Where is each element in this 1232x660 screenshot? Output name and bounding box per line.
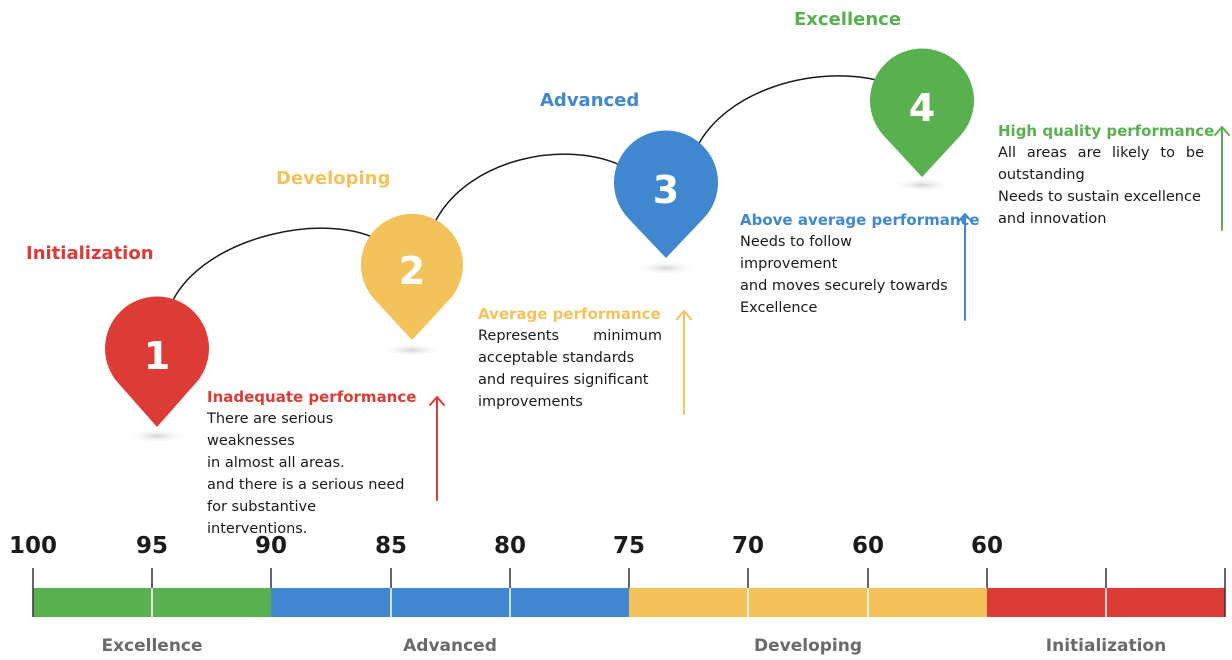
arrow-up-icon: [957, 213, 973, 321]
map-pin-icon: 2: [361, 213, 464, 340]
stage-title-initialization: Initialization: [26, 243, 154, 264]
connector-arc-2-3: [435, 153, 621, 221]
stage-2-line-4: improvements: [478, 394, 583, 410]
stage-title-developing: Developing: [276, 168, 391, 189]
stage-2-description: Average performance Represents minimum a…: [478, 303, 662, 413]
stage-4-line-4: and innovation: [998, 211, 1107, 227]
connector-arc-3-4: [696, 75, 878, 148]
scale-tick-lines: [32, 568, 1226, 617]
scale-band-dividers: [151, 588, 1107, 617]
stage-1-line-1: There are serious weaknesses: [207, 411, 334, 449]
stage-3-line-2: and moves securely towards: [740, 278, 948, 294]
stage-title-advanced: Advanced: [540, 90, 640, 111]
scale-label-developing: Developing: [753, 636, 863, 656]
scale-tick-label: 70: [731, 533, 765, 559]
stage-1-heading: Inadequate performance: [207, 388, 417, 406]
stage-1-line-2: in almost all areas.: [207, 455, 345, 471]
stage-2-line-1: Represents minimum: [478, 328, 662, 344]
stage-4-heading: High quality performance: [998, 122, 1215, 140]
scale-tick-label: 60: [851, 533, 885, 559]
scale-tick-label: 60: [970, 533, 1004, 559]
scale-tick-label: 90: [254, 533, 288, 559]
arrow-up-icon: [1214, 126, 1230, 231]
stage-4-line-2: outstanding: [998, 167, 1085, 183]
scale-band-advanced: [271, 588, 629, 617]
stage-2-line-3: and requires significant: [478, 372, 649, 388]
stage-1-line-3: and there is a serious need: [207, 477, 405, 493]
arrow-up-icon: [429, 396, 445, 501]
pin-3-number: 3: [653, 168, 679, 212]
stage-4-description: High quality performance All areas are l…: [998, 120, 1215, 230]
pin-2-number: 2: [399, 249, 425, 293]
scale-tick-label: 80: [493, 533, 527, 559]
stage-2-heading: Average performance: [478, 305, 661, 323]
connector-arc-1-2: [171, 227, 383, 303]
stage-1-line-4: for substantive interventions.: [207, 499, 317, 537]
scale-label-advanced: Advanced: [403, 636, 497, 656]
pin-4-shadow: [890, 178, 954, 192]
scale-label-excellence: Excellence: [101, 636, 203, 656]
scale-tick-label: 95: [135, 533, 169, 559]
score-scale-bar: [32, 568, 1226, 617]
map-pin-icon: 3: [613, 130, 718, 258]
stage-2-line-2: acceptable standards: [478, 350, 635, 366]
scale-tick-label: 85: [374, 533, 408, 559]
scale-tick-label: 75: [612, 533, 646, 559]
map-pin-icon: 1: [105, 296, 210, 427]
pin-3-shadow: [634, 261, 698, 275]
pin-1-number: 1: [144, 334, 170, 378]
pin-1-shadow: [125, 429, 189, 443]
scale-band-developing: [629, 588, 987, 617]
pin-4-number: 4: [909, 86, 935, 130]
stage-3-description: Above average performance Needs to follo…: [740, 209, 980, 319]
map-pin-icon: 4: [870, 48, 975, 177]
stage-3-line-3: Excellence: [740, 300, 818, 316]
stage-title-excellence: Excellence: [794, 9, 902, 30]
scale-label-initialization: Initialization: [1045, 636, 1167, 656]
pin-2-shadow: [380, 343, 444, 357]
stage-3-heading: Above average performance: [740, 211, 980, 229]
stage-4-line-1: All areas are likely to be: [998, 145, 1204, 161]
arrow-up-icon: [676, 310, 692, 415]
stage-3-line-1: Needs to follow improvement: [740, 234, 852, 272]
stage-4-line-3: Needs to sustain excellence: [998, 189, 1201, 205]
scale-tick-label: 100: [8, 533, 58, 559]
stage-1-description: Inadequate performance There are serious…: [207, 386, 417, 540]
